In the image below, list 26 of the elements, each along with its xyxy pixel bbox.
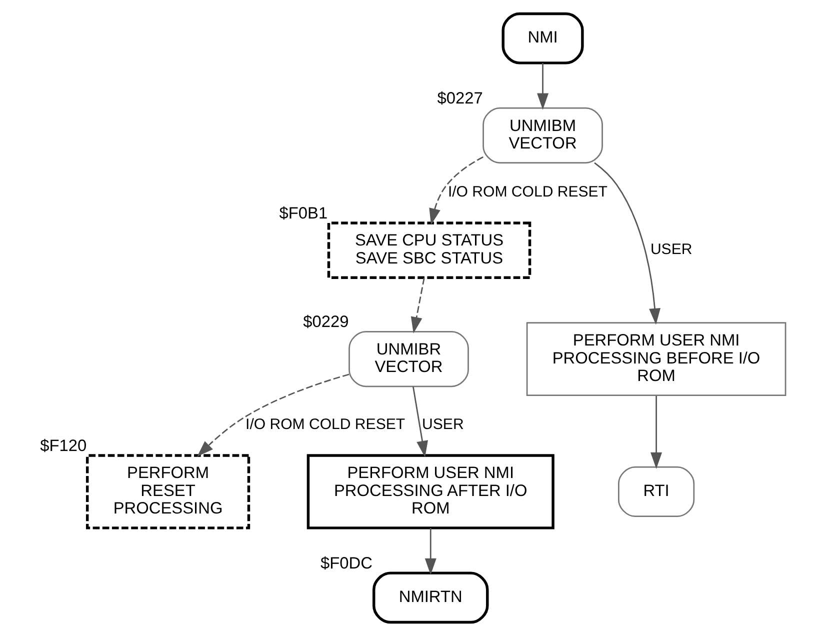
edge-label: USER bbox=[422, 416, 464, 434]
node-box: UNMIBR VECTOR bbox=[348, 331, 468, 388]
node-box: RTI bbox=[618, 466, 694, 517]
node-box: PERFORM RESET PROCESSING bbox=[85, 454, 250, 530]
edge-label: USER bbox=[650, 241, 692, 258]
arrow bbox=[412, 386, 428, 458]
edge-label: I/O ROM COLD RESET bbox=[245, 416, 405, 434]
node-box: NMIRTN bbox=[372, 572, 488, 624]
node-box: SAVE CPU STATUS SAVE SBC STATUS bbox=[326, 222, 531, 280]
node-box: PERFORM USER NMI PROCESSING AFTER I/O ROM bbox=[306, 454, 554, 530]
arrow bbox=[410, 278, 424, 334]
arrow bbox=[424, 528, 436, 575]
node-label: $0229 bbox=[302, 313, 348, 332]
node-label: $F0B1 bbox=[278, 204, 328, 222]
node-box: UNMIBM VECTOR bbox=[482, 107, 602, 164]
arrow bbox=[594, 162, 660, 325]
node-box: NMI bbox=[501, 12, 584, 64]
edge-label: I/O ROM COLD RESET bbox=[447, 184, 607, 201]
node-label: $0227 bbox=[436, 89, 482, 108]
arrow bbox=[428, 156, 483, 225]
node-label: $F120 bbox=[40, 436, 86, 455]
arrow bbox=[196, 374, 349, 457]
node-box: PERFORM USER NMI PROCESSING BEFORE I/O ROM bbox=[526, 322, 786, 396]
arrow bbox=[536, 63, 548, 110]
arrow bbox=[650, 396, 662, 469]
node-label: $F0DC bbox=[320, 554, 372, 572]
